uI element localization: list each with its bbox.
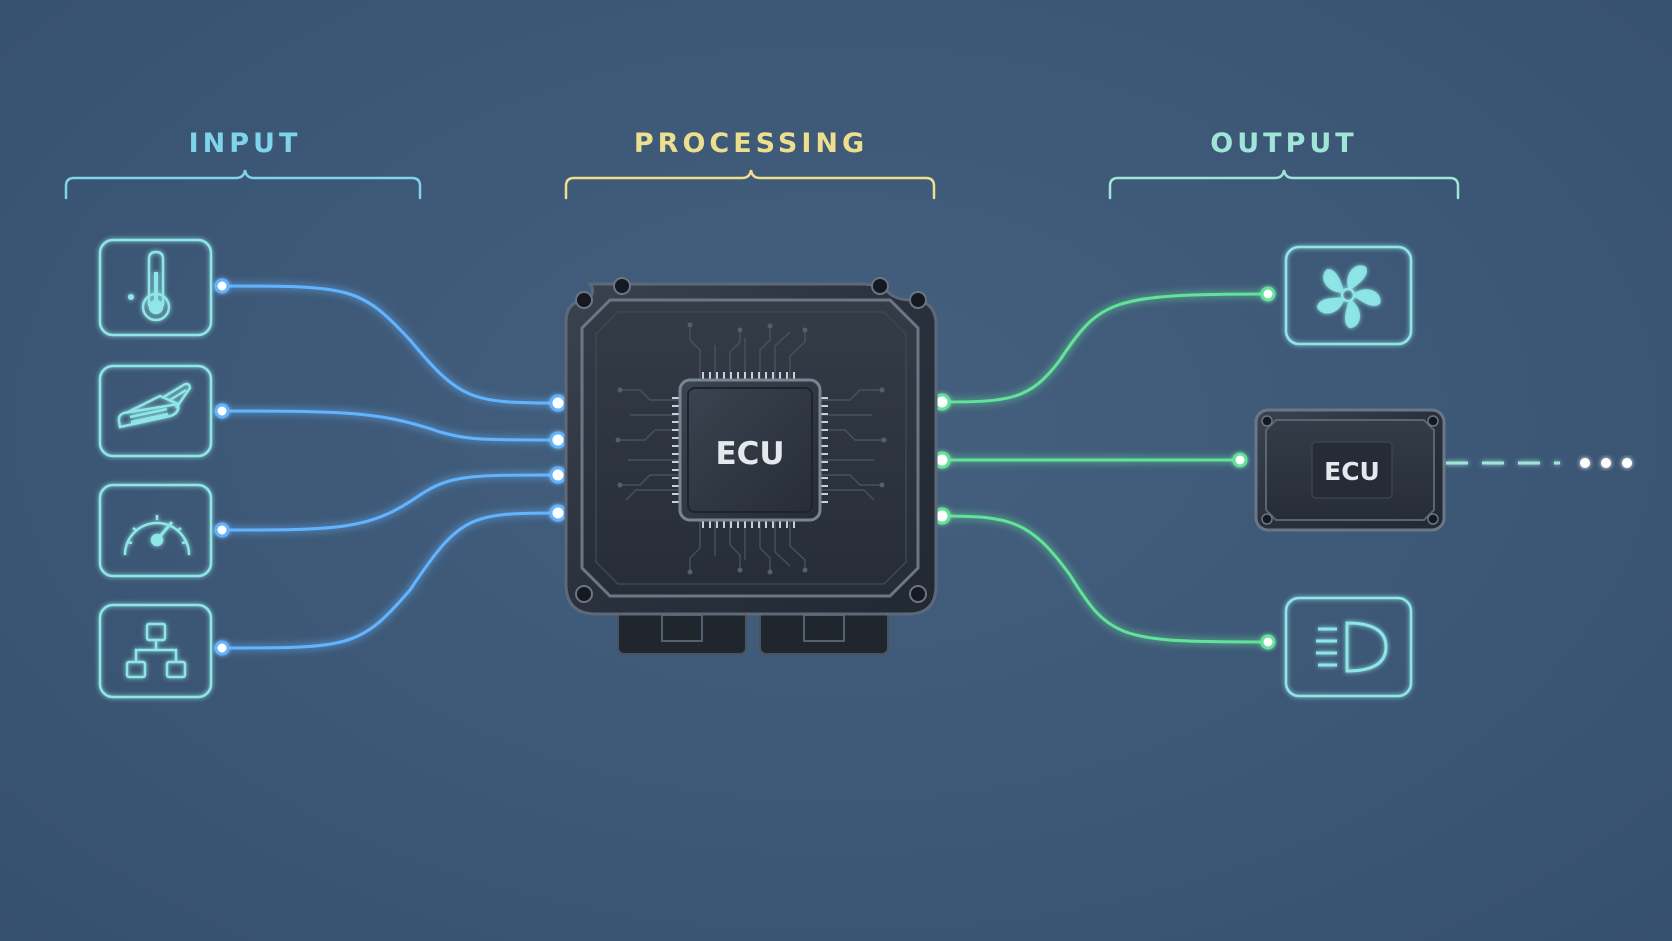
processing-title: PROCESSING — [634, 128, 868, 159]
input-wire-4 — [221, 511, 559, 650]
output-box-fan — [1284, 245, 1413, 346]
input-wires — [221, 284, 559, 650]
circuit-traces — [618, 325, 884, 572]
output-node-1 — [1260, 286, 1276, 302]
input-wire-2 — [221, 409, 559, 442]
input-node-4 — [214, 640, 230, 656]
input-box-3 — [98, 483, 213, 578]
output-wire-3 — [941, 514, 1269, 644]
output-bracket — [1108, 169, 1460, 200]
ecu-mount-holes — [575, 277, 927, 603]
input-bracket — [64, 169, 422, 200]
ecu-input-pin-1 — [549, 394, 567, 412]
input-icons — [98, 238, 213, 699]
main-ecu-label: ECU — [715, 436, 784, 472]
secondary-ecu: ECU — [1254, 408, 1446, 532]
secondary-ecu-label: ECU — [1324, 457, 1380, 486]
network-icon — [125, 622, 187, 679]
output-node-2 — [1232, 452, 1248, 468]
ecu-chip — [678, 378, 822, 522]
output-box-headlight — [1284, 596, 1413, 698]
input-node-2 — [214, 403, 230, 419]
input-section-header: INPUT — [64, 128, 422, 200]
chip-pins — [672, 372, 828, 528]
output-wire-1 — [941, 292, 1269, 404]
input-wire-endpoints — [214, 278, 567, 656]
continuation-link — [1446, 458, 1632, 468]
main-ecu: ECU — [564, 277, 938, 655]
output-wire-endpoints — [933, 286, 1276, 650]
ellipsis-icon — [1580, 458, 1632, 468]
output-wires — [941, 292, 1269, 644]
output-node-3 — [1260, 634, 1276, 650]
thermometer-icon — [127, 250, 171, 322]
input-wire-1 — [221, 284, 559, 405]
circuit-pads — [615, 322, 887, 575]
processing-section-header: PROCESSING — [564, 128, 936, 200]
fan-icon — [1316, 265, 1381, 329]
input-wire-3 — [221, 473, 559, 532]
output-icons — [1284, 245, 1413, 698]
input-title: INPUT — [189, 128, 302, 159]
input-node-3 — [214, 522, 230, 538]
speedometer-icon — [123, 515, 191, 556]
headlight-icon — [1316, 621, 1388, 673]
ecu-input-pin-3 — [549, 466, 567, 484]
input-box-4 — [98, 603, 213, 699]
ecu-input-pin-4 — [549, 504, 567, 522]
input-node-1 — [214, 278, 230, 294]
output-section-header: OUTPUT — [1108, 128, 1460, 200]
input-box-2 — [98, 364, 213, 458]
ecu-input-pin-2 — [549, 431, 567, 449]
output-title: OUTPUT — [1210, 128, 1357, 159]
input-box-1 — [98, 238, 213, 337]
seat-icon — [117, 382, 192, 429]
processing-bracket — [564, 169, 936, 200]
